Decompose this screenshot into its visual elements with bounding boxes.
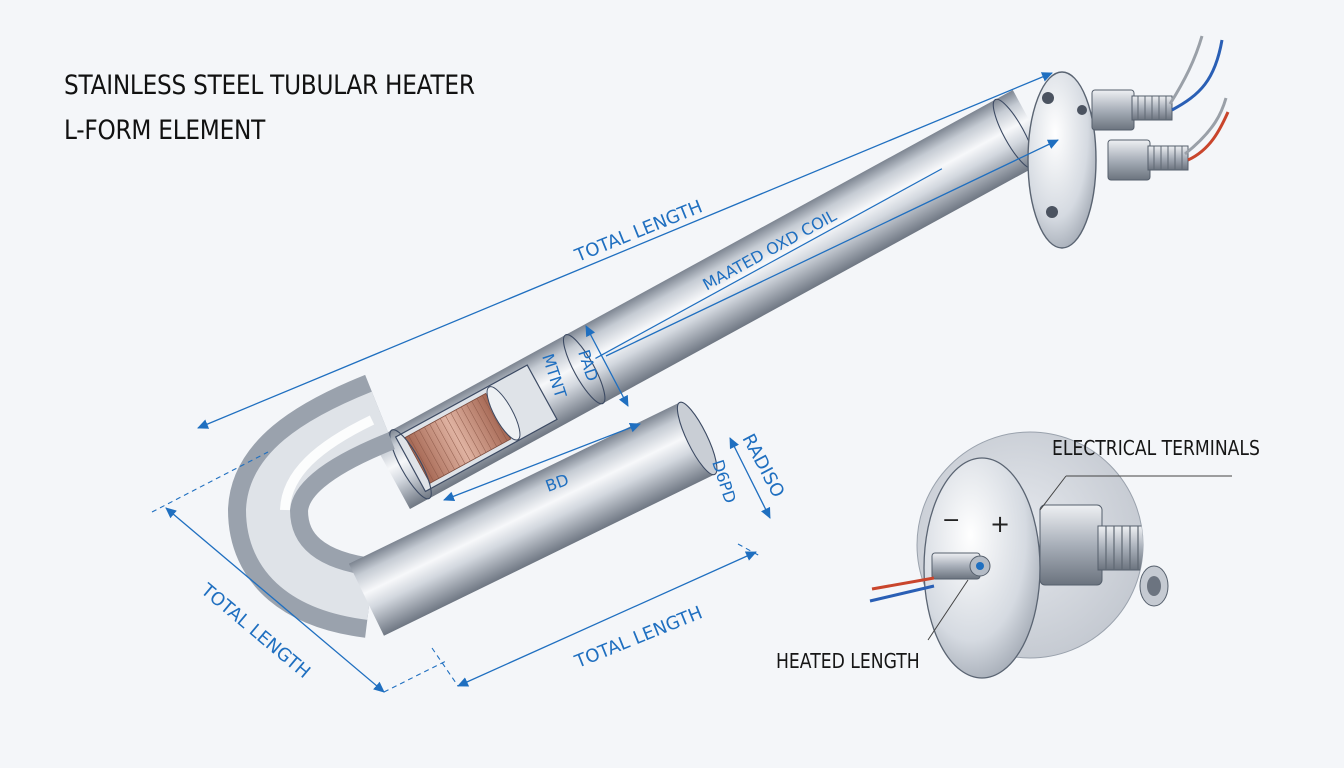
callout-heated-length: HEATED LENGTH — [776, 651, 920, 674]
inset-hex-nut — [1039, 504, 1103, 586]
terminal-plus-symbol: + — [990, 510, 1010, 538]
lead-wire-red — [1187, 111, 1230, 162]
terminal-detail-inset: − + — [869, 431, 1169, 679]
inset-wire-blue — [869, 584, 935, 603]
flange-assembly — [1027, 35, 1230, 249]
lead-wire-blue — [1171, 39, 1224, 112]
terminal-nut-upper — [1091, 89, 1135, 131]
extension-lines — [151, 451, 761, 693]
label-total-length-top: TOTAL LENGTH — [571, 196, 705, 267]
dim-line-radiso — [729, 437, 771, 519]
dim-line-total-length-left — [165, 507, 385, 693]
callout-electrical-terminals: ELECTRICAL TERMINALS — [1052, 438, 1260, 461]
dim-line-inner-axis — [605, 139, 1059, 357]
flange-bolt-hole-mid — [1077, 105, 1087, 115]
lead-wire-grey-2 — [1184, 97, 1228, 156]
terminal-minus-symbol: − — [942, 508, 960, 533]
inset-wire-red — [871, 576, 935, 591]
dim-line-total-length-bottom — [457, 551, 757, 687]
label-total-length-bottom: TOTAL LENGTH — [571, 602, 705, 673]
dim-line-total-length-top — [197, 72, 1053, 429]
leader-heated-length — [927, 579, 969, 641]
label-d6pd: D6PD — [708, 457, 740, 505]
label-radiso: RADISO — [738, 430, 789, 501]
mounting-flange — [1027, 71, 1097, 249]
flange-bolt-hole-bottom — [1046, 206, 1058, 218]
lead-wire-grey-1 — [1168, 35, 1204, 105]
dim-line-bd — [443, 422, 641, 502]
dimension-lines — [165, 72, 1059, 693]
flange-bolt-hole-top — [1042, 92, 1054, 104]
terminal-nut-lower — [1107, 139, 1151, 181]
dim-line-pad — [585, 325, 629, 407]
